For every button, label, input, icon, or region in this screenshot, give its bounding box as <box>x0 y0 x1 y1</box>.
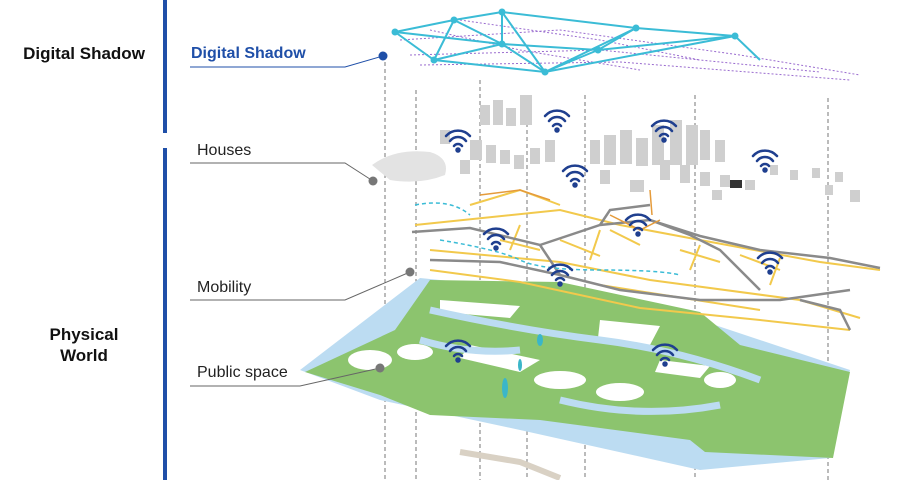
public-space-callout: Public space <box>197 364 288 381</box>
physical-world-bar <box>163 148 167 480</box>
mobility-layer <box>411 188 881 331</box>
mobility-callout: Mobility <box>197 279 252 296</box>
wifi-icon <box>650 119 678 143</box>
callout-leaders <box>190 55 411 387</box>
wifi-icon <box>756 251 784 275</box>
houses-callout: Houses <box>197 142 252 159</box>
digital-shadow-callout: Digital Shadow <box>191 45 306 62</box>
wifi-icon <box>751 149 779 173</box>
physical-world-section-label: Physical World <box>49 325 119 365</box>
wifi-icon <box>651 343 679 367</box>
wifi-icon <box>543 109 571 133</box>
wifi-icon <box>546 263 574 287</box>
connector-dot-icon <box>368 176 378 186</box>
houses-leader <box>190 162 374 182</box>
digital-shadow-leader <box>190 55 384 68</box>
wifi-icon <box>561 164 589 188</box>
public-space-leader <box>190 367 381 387</box>
public-space-layer <box>300 278 850 480</box>
digital-shadow-section-label: Digital Shadow <box>23 44 145 63</box>
connector-dot-icon <box>375 363 385 373</box>
digital-shadow-bar <box>163 0 167 133</box>
connector-dot-icon <box>378 51 388 61</box>
mobility-leader <box>190 271 411 301</box>
wifi-icon <box>624 213 652 237</box>
wifi-icon <box>482 227 510 251</box>
houses-grey-blob <box>372 151 446 182</box>
wifi-icon <box>444 339 472 363</box>
wifi-icon-group <box>444 109 784 367</box>
green-area <box>305 280 850 458</box>
houses-layer <box>372 95 860 202</box>
digital-shadow-network <box>391 8 861 81</box>
wifi-icon <box>444 129 472 153</box>
connector-dot-icon <box>405 267 415 277</box>
